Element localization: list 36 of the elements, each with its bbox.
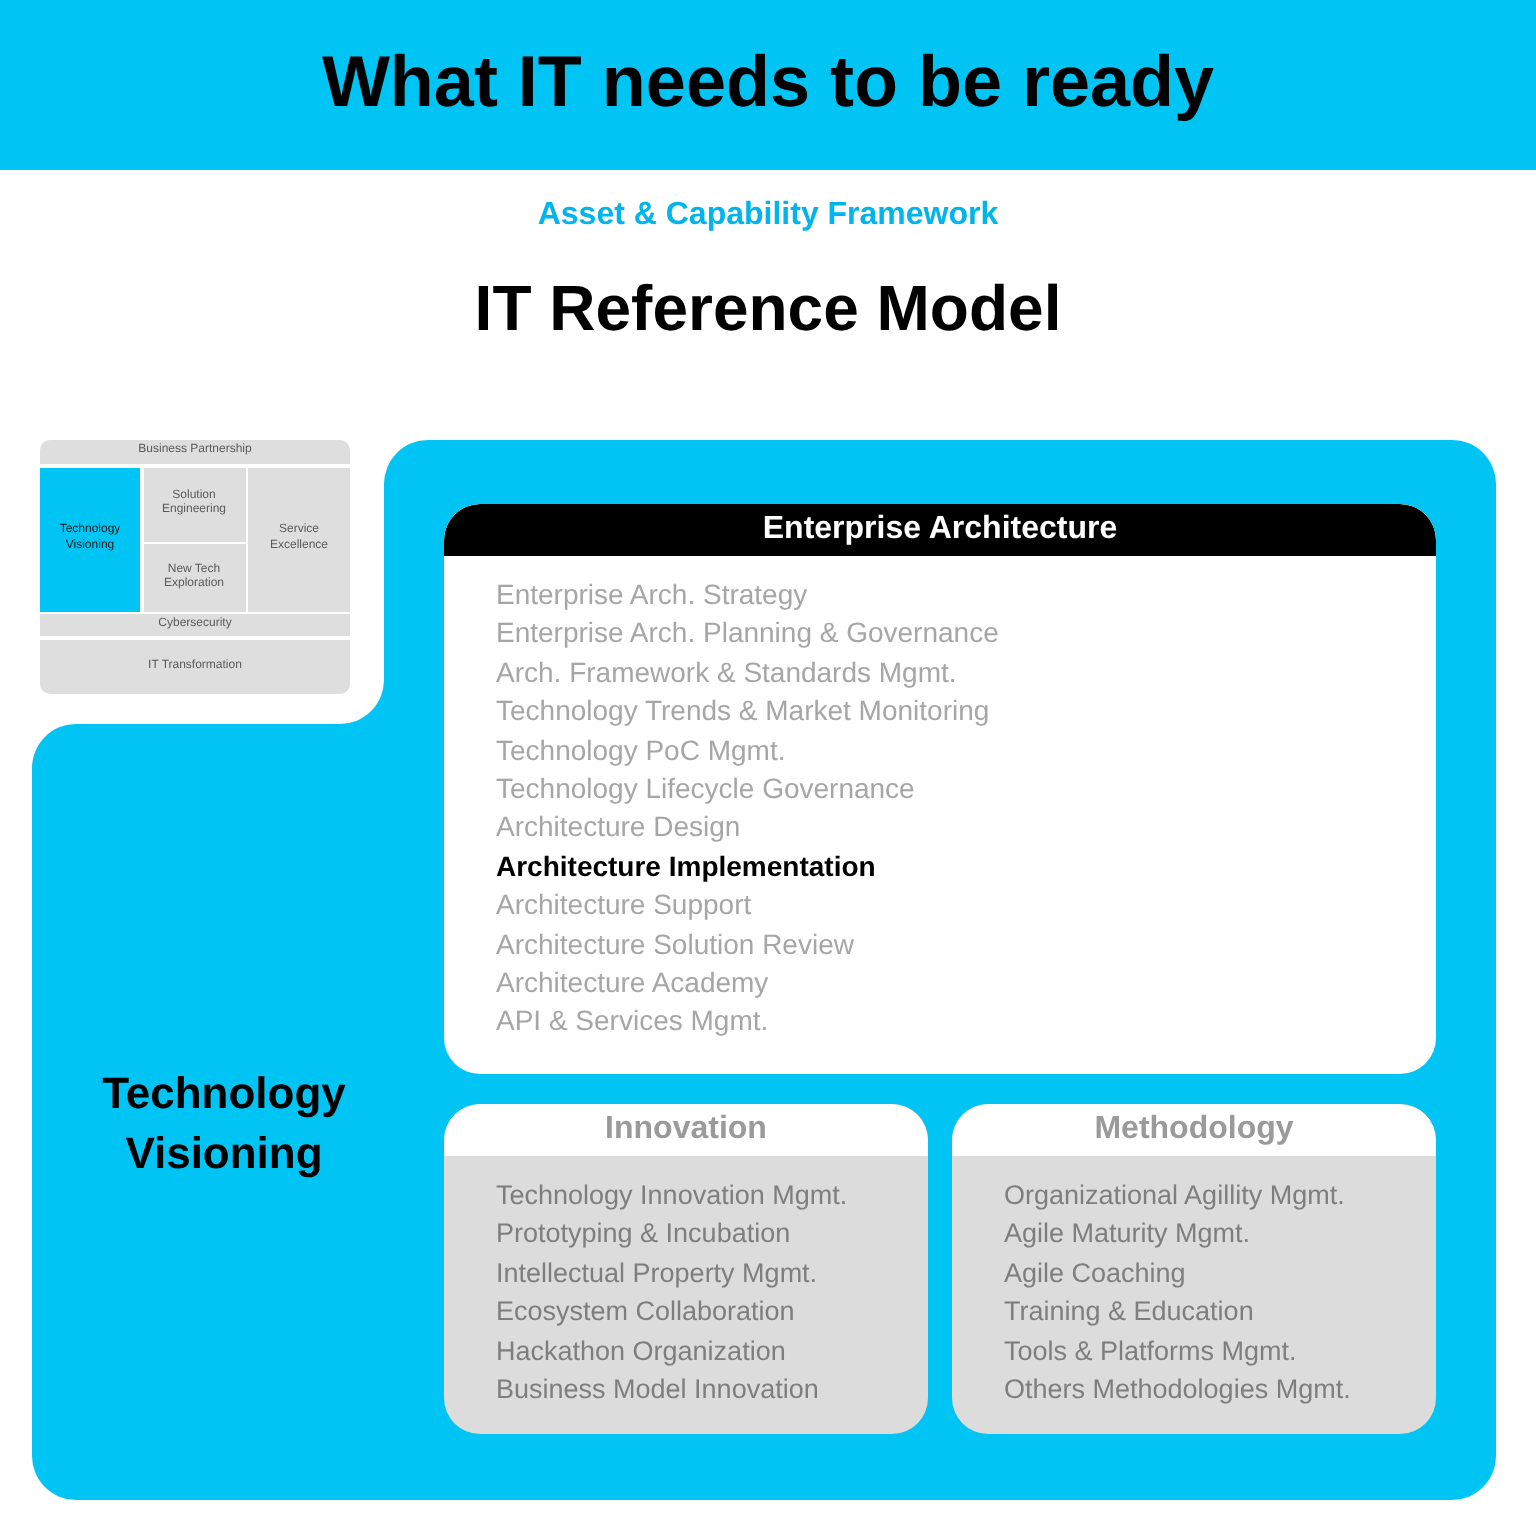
capability-item: Business Model Innovation bbox=[496, 1372, 819, 1409]
capability-card bbox=[444, 1104, 928, 1434]
capability-card bbox=[444, 504, 1436, 1074]
capability-item: Agile Maturity Mgmt. bbox=[1004, 1216, 1251, 1253]
capability-item: Arch. Framework & Standards Mgmt. bbox=[496, 653, 957, 692]
capability-item: Technology Innovation Mgmt. bbox=[496, 1178, 848, 1214]
card-header: Enterprise Architecture bbox=[444, 504, 1436, 556]
model-thumbnail bbox=[40, 440, 350, 694]
title: What IT needs to be ready bbox=[321, 38, 1215, 126]
heading: IT Reference Model bbox=[474, 270, 1062, 348]
capability-item: Architecture Design bbox=[496, 808, 741, 847]
capability-item: Tools & Platforms Mgmt. bbox=[1004, 1333, 1297, 1370]
capability-item: Architecture Implementation bbox=[496, 847, 876, 886]
capability-item: Others Methodologies Mgmt. bbox=[1004, 1372, 1351, 1409]
capability-item: Hackathon Organization bbox=[496, 1333, 786, 1370]
capability-item: Architecture Support bbox=[496, 886, 752, 925]
card-header: Methodology bbox=[952, 1104, 1436, 1156]
panel-title: Technology Visioning bbox=[102, 1066, 346, 1182]
capability-panel bbox=[32, 440, 1496, 1500]
capability-item: Training & Education bbox=[1004, 1294, 1254, 1331]
capability-item: Prototyping & Incubation bbox=[496, 1216, 791, 1253]
capability-item: Enterprise Arch. Strategy bbox=[496, 576, 808, 614]
capability-item: Technology PoC Mgmt. bbox=[496, 731, 786, 770]
capability-item: Architecture Solution Review bbox=[496, 925, 854, 964]
capability-item: Intellectual Property Mgmt. bbox=[496, 1255, 818, 1292]
capability-item: Ecosystem Collaboration bbox=[496, 1294, 795, 1331]
capability-card bbox=[952, 1104, 1436, 1434]
capability-item: Agile Coaching bbox=[1004, 1255, 1186, 1292]
capability-item: Organizational Agillity Mgmt. bbox=[1004, 1178, 1345, 1214]
subtitle: Asset & Capability Framework bbox=[537, 196, 999, 236]
capability-item: Enterprise Arch. Planning & Governance bbox=[496, 614, 999, 653]
capability-item: Technology Trends & Market Monitoring bbox=[496, 692, 990, 731]
capability-item: Architecture Academy bbox=[496, 964, 769, 1003]
capability-item: Technology Lifecycle Governance bbox=[496, 770, 915, 809]
capability-item: API & Services Mgmt. bbox=[496, 1002, 769, 1041]
card-header: Innovation bbox=[444, 1104, 928, 1156]
